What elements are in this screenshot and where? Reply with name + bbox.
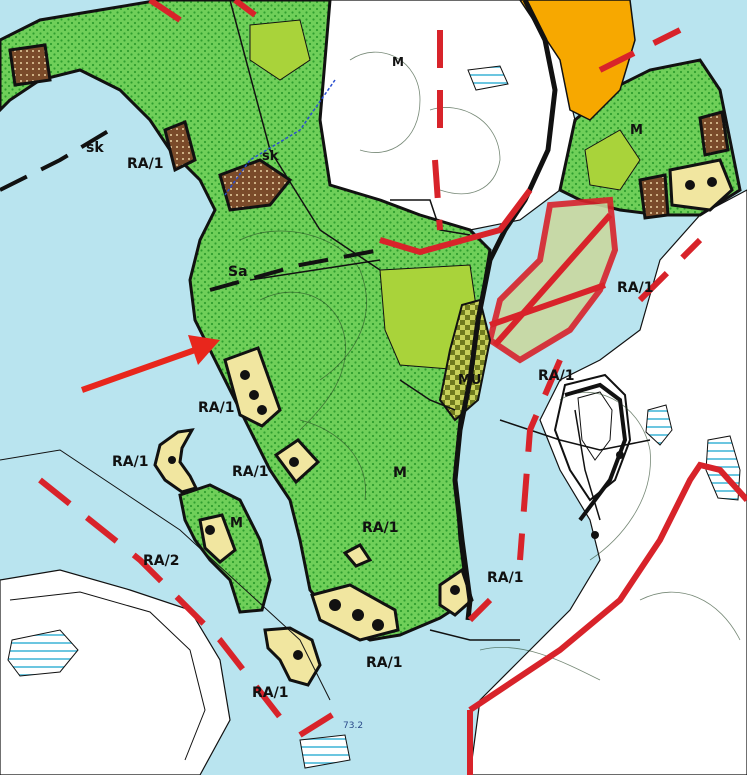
red-arrow [80,335,220,393]
land-southwest [0,569,231,775]
orange-zone [519,0,636,121]
land-southwest-inner [9,591,206,761]
label-ra1-i: RA/1 [617,280,653,296]
planning-boundary [0,449,331,701]
label-ra1-f: RA/1 [487,570,523,586]
label-sk-a: sk [86,140,104,156]
island-east-small [553,373,632,502]
island-east-inner [577,391,613,461]
label-ra2: RA/2 [143,553,179,569]
label-m-d: M [392,55,404,69]
red-dashed-boundaries [38,0,703,738]
building-plots [8,43,730,220]
label-mu: MU [458,373,482,388]
contour-lines [239,51,741,681]
label-m-b: M [230,516,243,531]
label-ra1-a: RA/1 [127,156,163,172]
label-depth: 73.2 [343,721,363,731]
island-southmost [263,626,322,687]
wetland-south [299,734,351,769]
wetland-southwest [7,629,79,677]
label-ra1-h: RA/1 [252,685,288,701]
field-northeast [584,129,641,191]
label-m-c: M [630,123,643,138]
wetland-north [467,65,509,91]
label-m-a: M [393,465,407,481]
label-ra1-j: RA/1 [538,368,574,384]
label-ra1-c: RA/1 [112,454,148,470]
label-ra1-b: RA/1 [198,400,234,416]
field-north [249,19,311,81]
cross-line-b [489,282,606,328]
building-dots [168,177,717,660]
cross-line-a [492,213,613,347]
red-solid-boundaries [379,188,747,775]
dashed-boundaries [0,128,381,292]
forest-main-peninsula [0,0,492,642]
label-sk-b: sk [262,149,279,164]
main-road [452,0,558,621]
secondary-road [564,382,628,522]
wetland-east-b [645,404,673,446]
label-ra1-g: RA/1 [366,655,402,671]
label-sa: Sa [228,264,248,280]
stream [224,79,336,196]
label-ra1-e: RA/1 [362,520,398,536]
label-ra1-d: RA/1 [232,464,268,480]
